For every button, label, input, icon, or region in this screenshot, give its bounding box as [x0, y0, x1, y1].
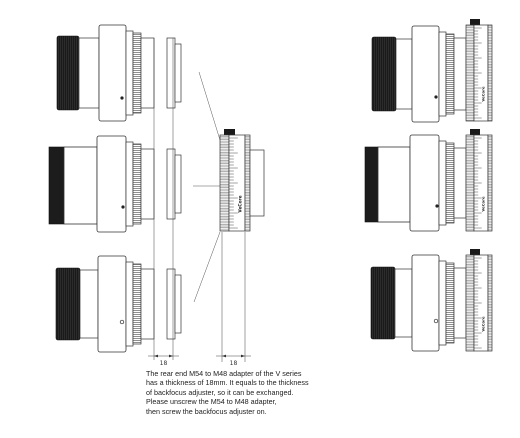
rear-collar	[453, 147, 467, 219]
lens-ring	[438, 31, 447, 117]
adapter-thread	[174, 154, 182, 214]
lens-body	[411, 25, 440, 123]
right-lens-3: VeCore	[370, 249, 493, 352]
left-dimension-label: 18	[160, 360, 168, 367]
adjuster-ring-left	[465, 134, 475, 232]
center-backfocus-adjuster: VeCore	[219, 129, 265, 232]
knurled-front-ring	[56, 35, 80, 111]
scale-ticks	[474, 27, 482, 119]
lens-body	[98, 24, 127, 122]
front-hood	[48, 146, 65, 225]
ribbed-ring	[445, 142, 455, 224]
adapter-arrow-left	[222, 354, 226, 358]
adapter-dimension-label: 18	[230, 360, 238, 367]
adapter-arrow-right	[241, 354, 245, 358]
m54-m48-adapter	[166, 268, 176, 340]
left-lens-2	[48, 135, 182, 233]
ribbed-ring	[132, 143, 142, 225]
screw-dot	[121, 205, 125, 209]
ribbed-ring	[445, 33, 455, 115]
adjuster-ring-right	[487, 254, 493, 352]
scale-ticks	[474, 257, 482, 349]
front-hood	[364, 146, 379, 223]
adjuster-ring-right	[244, 134, 251, 232]
lock-knob	[470, 129, 480, 135]
lens-barrel	[395, 38, 413, 110]
hood-body	[377, 146, 411, 223]
lock-knob	[224, 129, 235, 135]
caption-line: then screw the backfocus adjuster on.	[146, 406, 267, 416]
lens-barrel	[79, 269, 99, 339]
m54-m48-adapter	[166, 37, 176, 109]
knurled-front-ring	[371, 36, 397, 112]
right-lens-1: VeCore	[371, 19, 493, 123]
lock-knob	[470, 249, 480, 255]
screw-ring	[119, 319, 125, 325]
adjuster-brand: VeCore	[481, 196, 486, 212]
adjuster-ring-left	[219, 134, 230, 232]
lens-ring	[125, 261, 134, 347]
lens-ring	[438, 140, 447, 226]
callout-line-top	[198, 71, 221, 141]
left-lens-1	[56, 24, 182, 122]
ribbed-ring	[132, 32, 142, 114]
screw-dot	[120, 96, 124, 100]
lens-body	[411, 254, 440, 352]
knurled-front-ring	[370, 266, 396, 340]
rear-collar	[453, 37, 467, 111]
dimension-arrow-right	[169, 354, 173, 358]
adjuster-ring-right	[487, 134, 493, 232]
caption-line: The rear end M54 to M48 adapter of the V…	[146, 369, 302, 378]
lens-ring	[125, 30, 134, 116]
lens-barrel	[394, 268, 413, 338]
lens-body	[97, 255, 127, 353]
caption-line: Please unscrew the M54 to M48 adapter,	[146, 397, 277, 407]
callout-line-bottom	[193, 231, 221, 303]
left-lens-3	[55, 255, 182, 353]
adjuster-brand: VeCore	[481, 86, 486, 102]
adapter-thread	[174, 43, 182, 103]
lens-body	[409, 134, 440, 232]
lens-ring	[438, 260, 447, 346]
m54-m48-adapter	[166, 148, 176, 220]
caption-text: The rear end M54 to M48 adapter of the V…	[146, 369, 486, 416]
adjuster-ring-left	[465, 254, 475, 352]
knurled-front-ring	[55, 267, 81, 341]
caption-line: has a thickness of 18mm. It equals to th…	[146, 378, 309, 388]
screw-dot	[434, 95, 438, 99]
lock-knob	[470, 19, 480, 25]
rear-collar	[140, 148, 155, 220]
rear-collar	[140, 268, 155, 340]
adjuster-ring-right	[487, 24, 493, 122]
dimension-arrow-left	[154, 354, 158, 358]
adjuster-brand: VeCore	[238, 195, 244, 212]
caption-line: of backfocus adjuster, so it can be exch…	[146, 387, 294, 397]
screw-dot	[435, 204, 439, 208]
ribbed-ring	[445, 262, 455, 344]
lens-barrel	[78, 37, 100, 109]
adjuster-brand: VeCore	[481, 316, 486, 332]
lens-body	[96, 135, 127, 233]
adapter-thread	[174, 274, 182, 334]
scale-ticks	[229, 137, 238, 229]
hood-body	[63, 146, 98, 225]
adjuster-ring-left	[465, 24, 475, 122]
ribbed-ring	[132, 263, 142, 345]
scale-ticks	[474, 137, 482, 229]
screw-ring	[433, 318, 439, 324]
lens-ring	[125, 141, 134, 227]
right-lens-2: VeCore	[364, 129, 493, 232]
adjuster-mount	[249, 149, 265, 217]
rear-collar	[453, 267, 467, 339]
rear-collar	[140, 37, 155, 109]
